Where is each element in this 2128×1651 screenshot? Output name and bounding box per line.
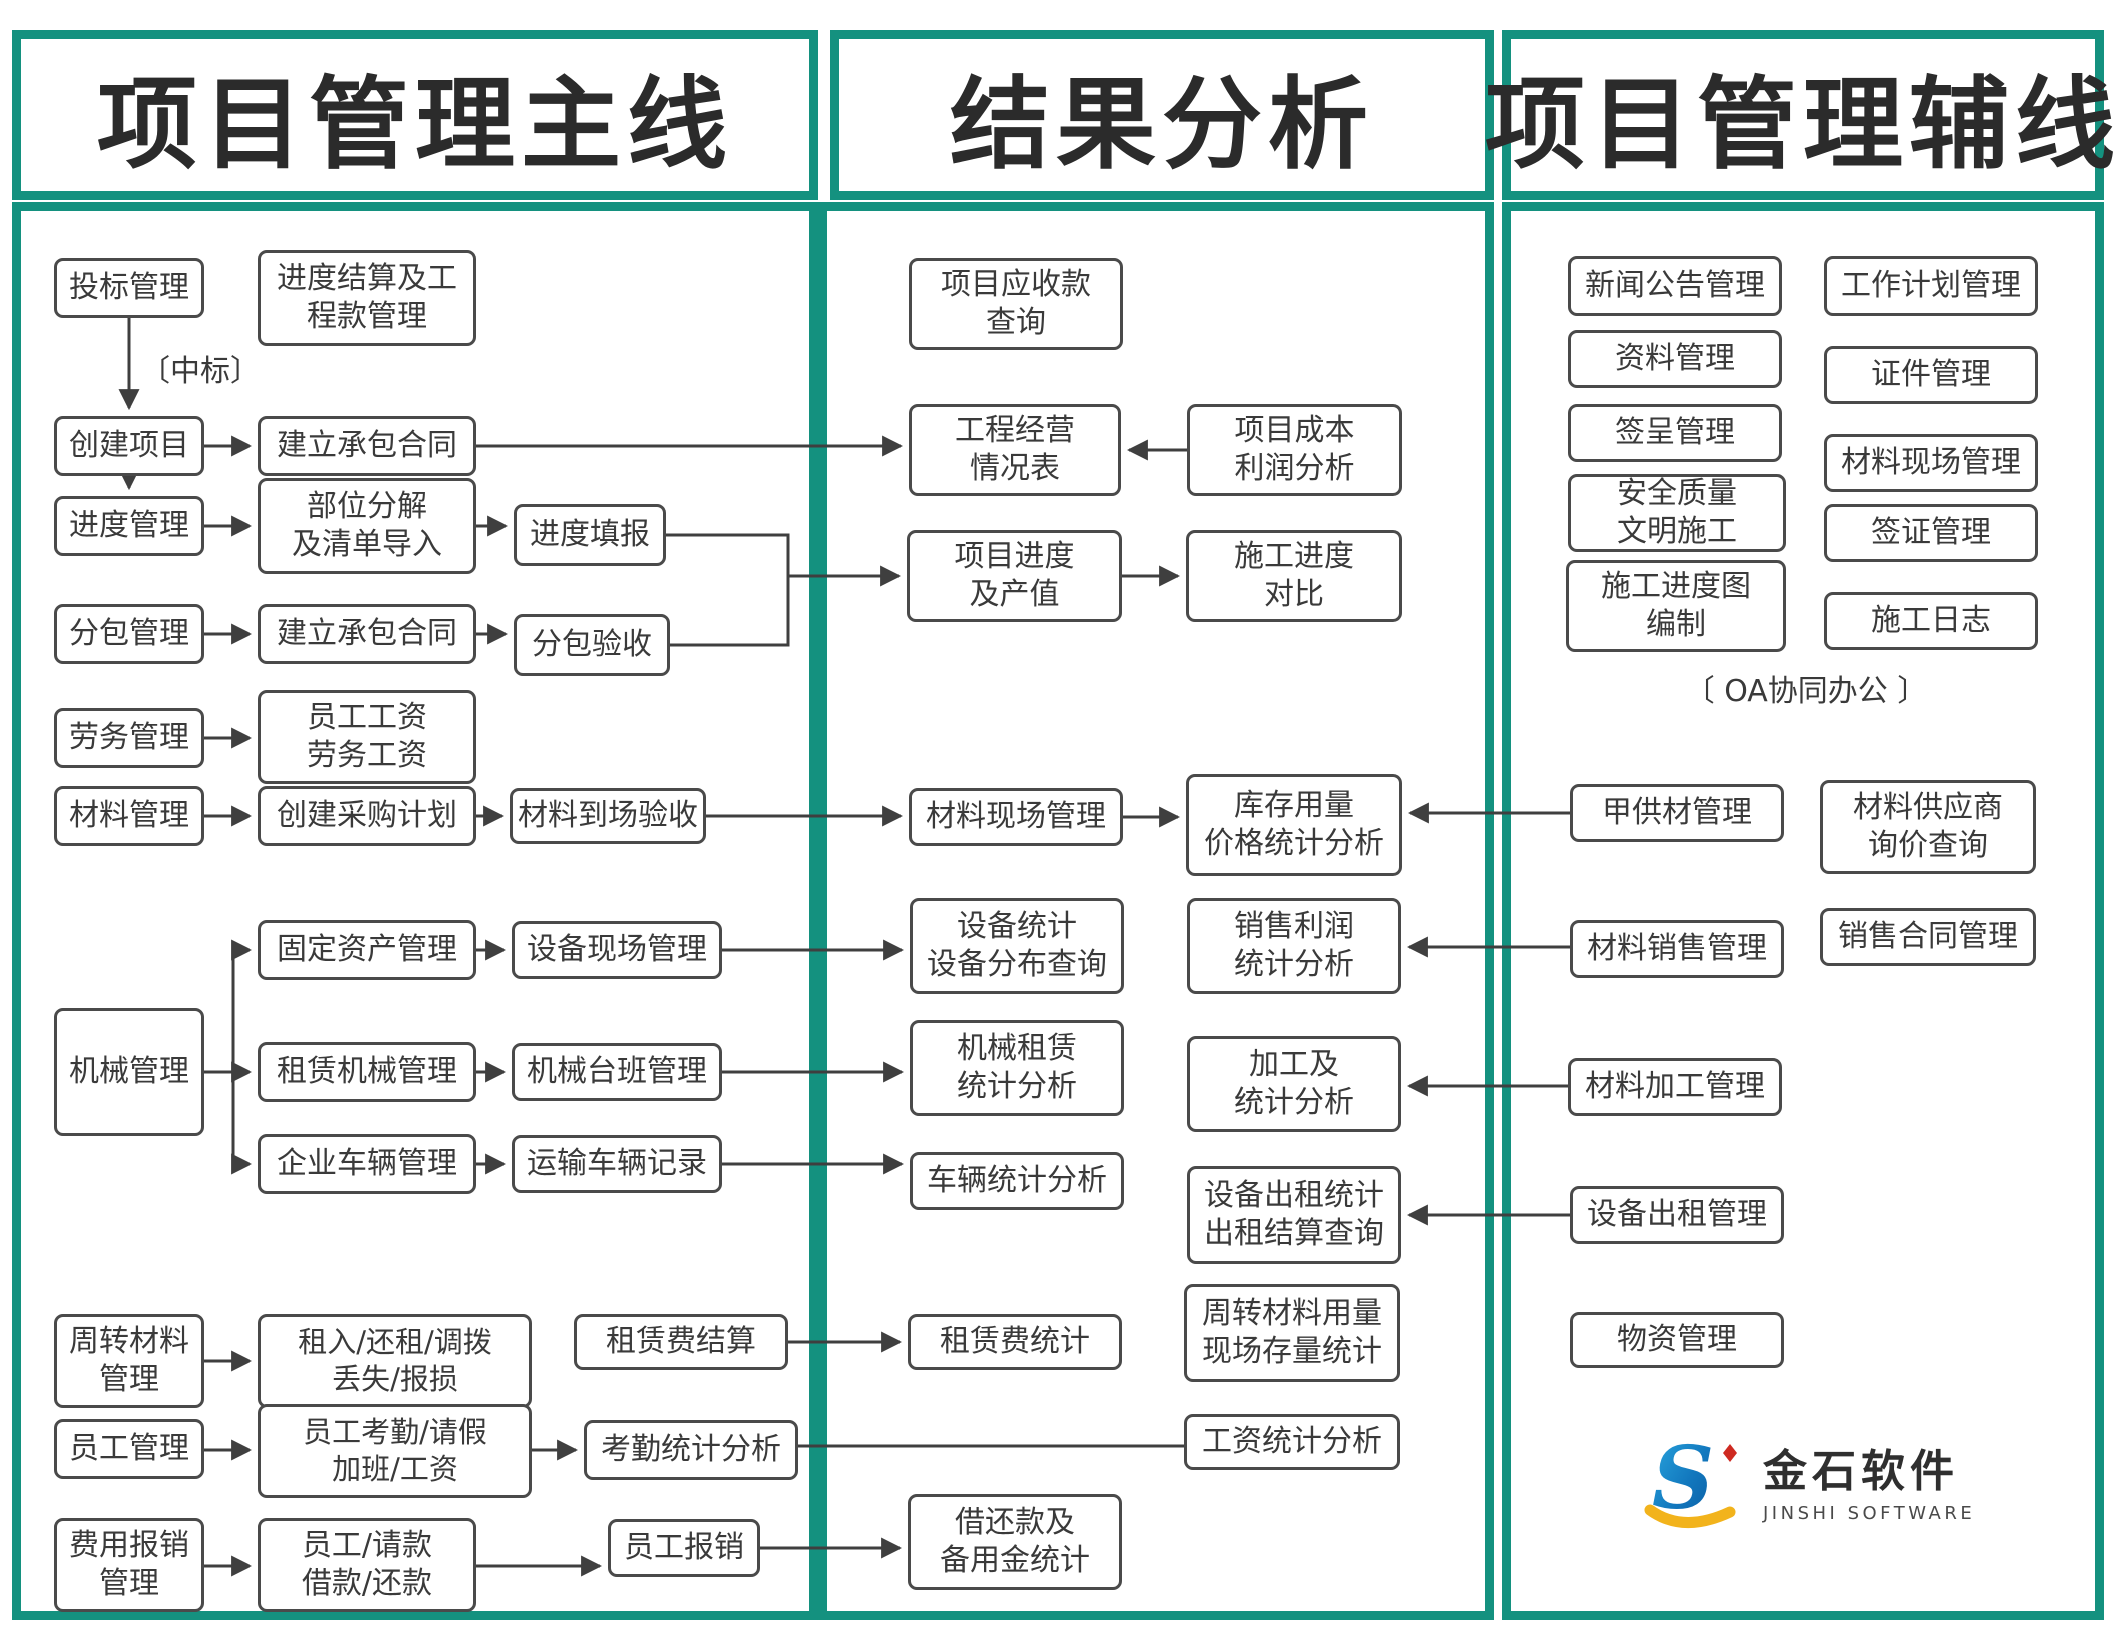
node-equip-rent-management: 设备出租管理 [1570, 1186, 1784, 1244]
node-turnover-management: 周转材料 管理 [54, 1314, 204, 1408]
header-aux-line-title: 项目管理辅线 [1485, 64, 2121, 183]
node-labor-management: 劳务管理 [54, 708, 204, 768]
node-progress-settlement: 进度结算及工 程款管理 [258, 250, 476, 346]
node-emp-reimburse: 员工报销 [608, 1519, 760, 1577]
node-vehicle-management: 企业车辆管理 [258, 1134, 476, 1194]
node-employee-management: 员工管理 [54, 1419, 204, 1479]
node-progress-fill: 进度填报 [514, 504, 666, 566]
node-progress-management: 进度管理 [54, 496, 204, 556]
node-rental-settle: 租赁费结算 [574, 1314, 788, 1370]
node-loan-stats: 借还款及 备用金统计 [908, 1494, 1122, 1590]
node-machine-shift: 机械台班管理 [512, 1043, 722, 1101]
node-machine-management: 机械管理 [54, 1008, 204, 1136]
node-machine-rental-stats: 机械租赁 统计分析 [910, 1020, 1124, 1116]
node-progress-chart: 施工进度图 编制 [1566, 560, 1786, 652]
node-work-plan: 工作计划管理 [1824, 256, 2038, 316]
logo-text-cn: 金石软件 [1763, 1445, 1959, 1497]
node-material-management: 材料管理 [54, 786, 204, 846]
header-result-analysis-title: 结果分析 [950, 64, 1374, 183]
win-bid-label: 〔中标〕 [140, 354, 260, 389]
jinshi-logo-icon: S [1644, 1428, 1737, 1529]
edge-fill-merge [666, 533, 790, 576]
node-rent-return: 租入/还租/调拨 丢失/报损 [258, 1314, 532, 1408]
node-receivable-query: 项目应收款 查询 [909, 258, 1123, 350]
node-contract-1: 建立承包合同 [258, 416, 476, 476]
node-contract-2: 建立承包合同 [258, 604, 476, 664]
edge-accept-merge [670, 576, 790, 647]
node-safety-quality: 安全质量 文明施工 [1568, 474, 1786, 552]
node-material-site-aux: 材料现场管理 [1824, 434, 2038, 492]
node-equip-rent-stats: 设备出租统计 出租结算查询 [1187, 1166, 1401, 1264]
node-rental-fee-stats: 租赁费统计 [908, 1314, 1122, 1370]
node-news-management: 新闻公告管理 [1568, 256, 1782, 316]
node-vehicle-stats: 车辆统计分析 [910, 1152, 1124, 1210]
node-construction-compare: 施工进度 对比 [1186, 530, 1402, 622]
node-wage-stats: 工资统计分析 [1184, 1414, 1400, 1470]
node-doc-management: 资料管理 [1568, 330, 1782, 388]
node-part-decompose: 部位分解 及清单导入 [258, 478, 476, 574]
node-visa-management: 签证管理 [1824, 504, 2038, 562]
node-loan: 员工/请款 借款/还款 [258, 1518, 476, 1612]
node-sales-contract: 销售合同管理 [1820, 908, 2036, 966]
header-aux-line: 项目管理辅线 [1485, 30, 2115, 200]
node-create-project: 创建项目 [54, 416, 204, 476]
node-expense-management: 费用报销 管理 [54, 1518, 204, 1612]
node-subcontract-management: 分包管理 [54, 604, 204, 664]
svg-text:S: S [1652, 1428, 1714, 1529]
node-equip-stats: 设备统计 设备分布查询 [910, 898, 1124, 994]
node-equip-site: 设备现场管理 [512, 921, 722, 979]
node-wages: 员工工资 劳务工资 [258, 690, 476, 784]
node-approval-management: 签呈管理 [1568, 404, 1782, 462]
node-cost-profit: 项目成本 利润分析 [1187, 404, 1402, 496]
node-material-processing: 材料加工管理 [1568, 1058, 1782, 1116]
node-transport-record: 运输车辆记录 [512, 1135, 722, 1193]
node-turnover-usage-stats: 周转材料用量 现场存量统计 [1184, 1284, 1400, 1382]
node-purchase-plan: 创建采购计划 [258, 786, 476, 846]
node-bid-management: 投标管理 [54, 258, 204, 318]
logo-text-en: JINSHI SOFTWARE [1763, 1502, 1976, 1524]
header-result-analysis: 结果分析 [830, 30, 1494, 200]
node-material-sales: 材料销售管理 [1570, 920, 1784, 978]
node-lease-machine: 租赁机械管理 [258, 1042, 476, 1102]
node-construction-log: 施工日志 [1824, 592, 2038, 650]
header-main-line: 项目管理主线 [12, 30, 818, 200]
node-sales-profit-stats: 销售利润 统计分析 [1187, 898, 1401, 994]
jinshi-logo: S 金石软件 JINSHI SOFTWARE [1638, 1414, 2058, 1544]
node-inventory-stats: 库存用量 价格统计分析 [1186, 774, 1402, 876]
oa-label: 〔 OA协同办公 〕 [1684, 674, 1928, 709]
node-supplies-management: 物资管理 [1570, 1312, 1784, 1368]
node-progress-output: 项目进度 及产值 [907, 530, 1122, 622]
node-operation-table: 工程经营 情况表 [909, 404, 1121, 496]
node-processing-stats: 加工及 统计分析 [1187, 1036, 1401, 1132]
node-material-accept: 材料到场验收 [510, 788, 706, 844]
node-owner-material: 甲供材管理 [1570, 784, 1784, 842]
node-supplier-inquiry: 材料供应商 询价查询 [1820, 780, 2036, 874]
node-cert-management: 证件管理 [1824, 346, 2038, 404]
node-attendance-stats: 考勤统计分析 [584, 1420, 798, 1480]
node-attendance: 员工考勤/请假 加班/工资 [258, 1404, 532, 1498]
header-main-line-title: 项目管理主线 [97, 64, 733, 183]
node-material-site: 材料现场管理 [909, 788, 1123, 846]
node-fixed-asset: 固定资产管理 [258, 920, 476, 980]
node-subcontract-accept: 分包验收 [514, 614, 670, 676]
